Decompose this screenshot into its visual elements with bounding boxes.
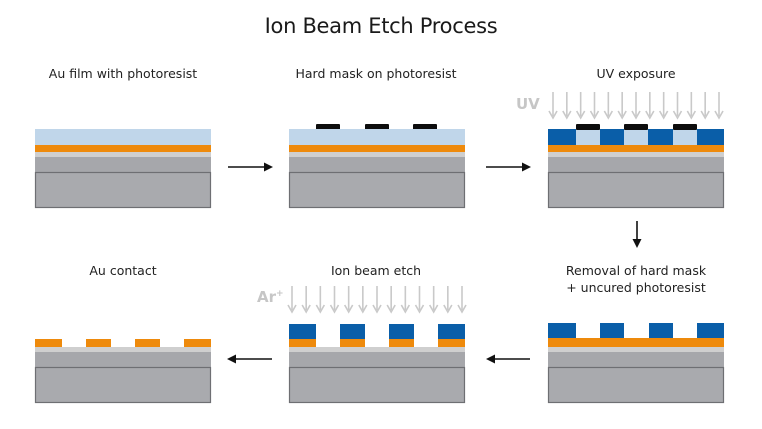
panel-removal-photoresist-block (548, 323, 576, 338)
step-label-hard-mask: Hard mask on photoresist (295, 66, 457, 81)
ar-beam-arrow (287, 286, 297, 314)
uv-beam-label: UV (516, 95, 540, 113)
ar-beam-arrow (372, 286, 382, 314)
panel-uv-exposure-masked-photoresist (673, 129, 697, 145)
panel-uv-exposure-hard-mask-block (673, 124, 697, 130)
step-label-au-contact: Au contact (89, 263, 157, 278)
ar-beam-arrow (443, 286, 453, 314)
panel-uv-exposure-gold-film (548, 145, 724, 152)
ar-beam-arrow (400, 286, 411, 314)
panel-removal-photoresist-block (697, 323, 724, 338)
flow-arrow-right-2 (486, 162, 531, 172)
panel-au-contact-adhesion-layer (35, 347, 211, 352)
ar-beam-arrow (358, 286, 368, 314)
uv-beam-arrow (589, 92, 600, 120)
flow-arrow-right-1-head (264, 162, 273, 172)
panel-uv-exposure-hard-mask-block (624, 124, 648, 130)
panel-hard-mask-hard-mask-block (365, 124, 389, 130)
panel-au-contact-gold-contact (135, 339, 160, 347)
panel-hard-mask-hard-mask-block (413, 124, 437, 130)
uv-beam-arrow (700, 92, 710, 120)
ar-beam-arrow (386, 286, 396, 314)
panel-ion-beam-etch-photoresist-block (289, 324, 316, 339)
flow-arrow-left-1 (486, 354, 530, 364)
uv-beam-arrow (658, 92, 669, 120)
uv-beam-arrow (645, 92, 655, 120)
panel-ion-beam-etch-oxide-layer (289, 352, 465, 367)
panel-uv-exposure-masked-photoresist (576, 129, 600, 145)
uv-beam-arrow (714, 92, 724, 120)
ar-beam-label-sup: + (276, 289, 284, 299)
panel-au-contact-oxide-layer (35, 352, 211, 367)
panel-au-contact-gold-contact (86, 339, 111, 347)
flow-arrow-right-1 (228, 162, 273, 172)
panel-removal-adhesion-layer (548, 347, 724, 352)
panel-au-contact-gold-contact (35, 339, 62, 347)
uv-beam-arrow (686, 92, 697, 120)
step-label-ion-beam-etch: Ion beam etch (330, 263, 422, 278)
step-label-uv-exposure: UV exposure (596, 66, 676, 81)
uv-beam-arrow (548, 92, 558, 120)
panel-hard-mask-gold-film (289, 145, 465, 152)
panel-uv-exposure-substrate (547, 171, 725, 209)
ar-beam-arrow (414, 286, 425, 314)
panel-ion-beam-etch-photoresist-block (340, 324, 365, 339)
panel-au-film-gold-film (35, 145, 211, 152)
step-label-removal-line1: Removal of hard mask (565, 263, 707, 278)
panel-hard-mask-hard-mask-block (316, 124, 340, 130)
flow-arrow-right-2-head (522, 162, 531, 172)
panel-au-contact-gold-contact (184, 339, 211, 347)
flow-arrow-down (632, 221, 642, 248)
panel-ion-beam-etch-gold-contact (289, 339, 316, 347)
step-label-au-film: Au film with photoresist (48, 66, 198, 81)
ar-beam-arrow (315, 286, 326, 314)
step-label-removal-line2: + uncured photoresist (566, 280, 706, 295)
panel-au-film-photoresist (35, 129, 211, 145)
panel-ion-beam-etch-substrate (288, 366, 466, 404)
uv-beam-arrow (631, 92, 641, 120)
panel-ion-beam-etch-adhesion-layer (289, 347, 465, 352)
ar-beam-label-text: Ar (257, 288, 277, 306)
panel-removal-substrate (547, 366, 725, 404)
panel-ion-beam-etch-photoresist-block (389, 324, 414, 339)
panel-au-contact-substrate (34, 366, 212, 404)
ar-beam-arrow (457, 286, 467, 314)
panel-au-film-substrate (34, 171, 212, 209)
panel-removal-oxide-layer (548, 352, 724, 367)
step-label-removal: Removal of hard mask + uncured photoresi… (543, 262, 729, 296)
panel-ion-beam-etch-photoresist-block (438, 324, 465, 339)
panel-au-film-oxide-layer (35, 157, 211, 172)
ar-beam-label: Ar+ (257, 288, 284, 306)
panel-uv-exposure-hard-mask-block (576, 124, 600, 130)
uv-beam-arrow (562, 92, 572, 120)
panel-removal-photoresist-block (649, 323, 673, 338)
panel-hard-mask-photoresist (289, 129, 465, 145)
flow-arrow-left-1-head (486, 354, 495, 364)
panel-uv-exposure-adhesion-layer (548, 152, 724, 157)
flow-arrow-down-head (632, 239, 642, 248)
panel-ion-beam-etch-gold-contact (389, 339, 414, 347)
panel-au-film-adhesion-layer (35, 152, 211, 157)
panel-hard-mask-oxide-layer (289, 157, 465, 172)
panel-uv-exposure-masked-photoresist (624, 129, 648, 145)
diagram-title: Ion Beam Etch Process (264, 14, 498, 38)
uv-beam-arrow (672, 92, 683, 120)
ar-beam-arrow (329, 286, 340, 314)
ar-beam-arrow (428, 286, 439, 314)
flow-arrow-left-2-head (227, 354, 236, 364)
uv-beam-arrow (617, 92, 627, 120)
panel-hard-mask-substrate (288, 171, 466, 209)
ar-beam-arrow (301, 286, 311, 314)
panel-removal-gold-film (548, 338, 724, 347)
panel-uv-exposure-oxide-layer (548, 157, 724, 172)
panel-ion-beam-etch-gold-contact (438, 339, 465, 347)
flow-arrow-left-2 (227, 354, 272, 364)
panel-removal-photoresist-block (600, 323, 624, 338)
uv-beam-arrow (575, 92, 586, 120)
panel-ion-beam-etch-gold-contact (340, 339, 365, 347)
panel-hard-mask-adhesion-layer (289, 152, 465, 157)
uv-beam-arrow (603, 92, 614, 120)
ar-beam-arrow (343, 286, 354, 314)
